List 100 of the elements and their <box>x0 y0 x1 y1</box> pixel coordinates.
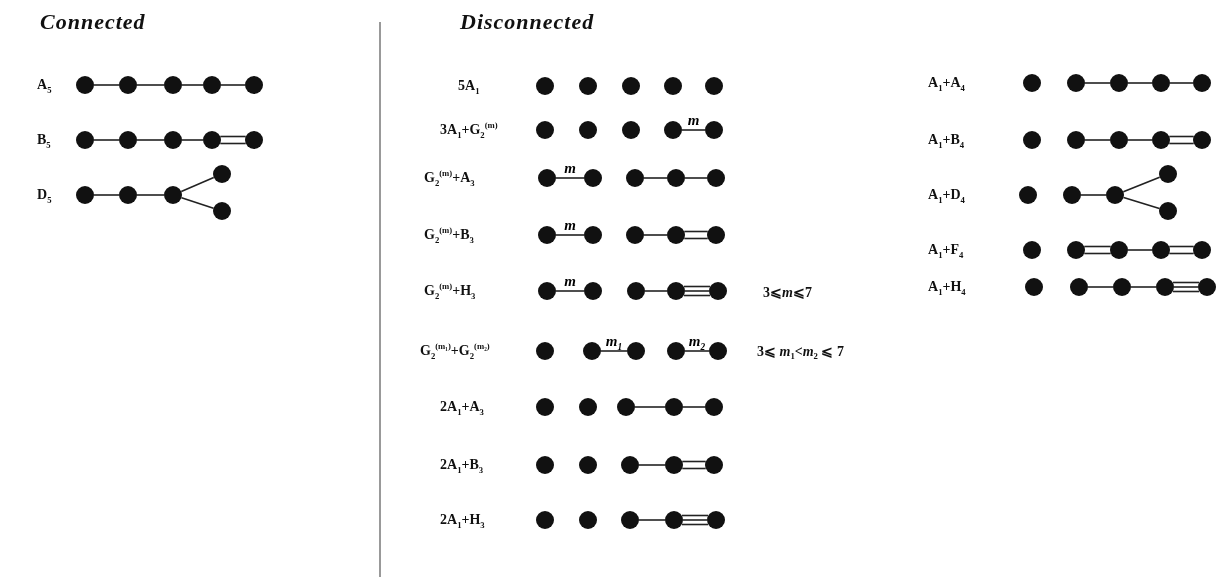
vertex-dot <box>538 226 556 244</box>
vertex-dot <box>119 186 137 204</box>
vertex-dot <box>536 77 554 95</box>
graph-edge <box>683 294 711 297</box>
diagram-label: 3⩽m⩽7 <box>763 283 812 301</box>
graph-edge <box>1127 139 1153 141</box>
vertex-dot <box>536 456 554 474</box>
vertex-dot <box>584 169 602 187</box>
graph-edge <box>219 142 247 145</box>
vertex-dot <box>627 282 645 300</box>
vertex-dot <box>1067 131 1085 149</box>
vertex-dot <box>1023 74 1041 92</box>
vertex-dot <box>536 121 554 139</box>
graph-edge <box>644 290 668 292</box>
graph-edge <box>1080 194 1107 196</box>
graph-edge <box>634 406 666 408</box>
graph-edge <box>682 406 706 408</box>
vertex-dot <box>579 398 597 416</box>
vertex-dot <box>622 121 640 139</box>
vertex-dot <box>705 121 723 139</box>
graph-edge <box>683 285 711 288</box>
graph-edge <box>1122 176 1161 193</box>
vertex-dot <box>1019 186 1037 204</box>
graph-edge <box>180 197 215 209</box>
vertex-dot <box>1198 278 1216 296</box>
vertex-dot <box>709 342 727 360</box>
graph-edge <box>1168 245 1195 248</box>
vertex-dot <box>667 169 685 187</box>
graph-edge <box>683 237 709 240</box>
vertex-dot <box>203 131 221 149</box>
vertex-dot <box>579 77 597 95</box>
vertex-dot <box>579 456 597 474</box>
graph-edge <box>1169 82 1194 84</box>
vertex-dot <box>1159 202 1177 220</box>
vertex-dot <box>705 398 723 416</box>
vertex-dot <box>584 226 602 244</box>
graph-edge <box>1168 142 1195 145</box>
vertex-dot <box>536 342 554 360</box>
vertex-dot <box>583 342 601 360</box>
vertex-dot <box>1106 186 1124 204</box>
graph-edge <box>681 523 709 526</box>
vertex-dot <box>1063 186 1081 204</box>
graph-edge <box>1172 281 1200 284</box>
vertex-dot <box>164 131 182 149</box>
graph-edge <box>1087 286 1114 288</box>
graph-edge <box>1122 196 1161 210</box>
vertex-dot <box>707 511 725 529</box>
graph-edge <box>555 234 585 236</box>
graph-edge <box>643 177 668 179</box>
graph-edge <box>643 234 668 236</box>
graph-edge <box>1084 82 1111 84</box>
vertex-dot <box>667 282 685 300</box>
graph-edge <box>136 194 165 196</box>
graph-edge <box>681 514 709 517</box>
graph-edge <box>681 460 707 463</box>
diagram-label: 2A$_{1}$+B$_{3}$ <box>440 457 484 473</box>
diagram-label: D$_{5}$ <box>37 187 52 203</box>
graph-edge <box>681 467 707 470</box>
vertex-dot <box>1159 165 1177 183</box>
diagram-label: B$_{5}$ <box>37 132 51 148</box>
graph-edge <box>1130 286 1157 288</box>
section-heading: Connected <box>40 9 146 35</box>
vertex-dot <box>627 342 645 360</box>
vertex-dot <box>76 186 94 204</box>
diagram-label: A$_{1}$+A$_{4}$ <box>928 75 965 91</box>
graph-edge <box>1173 286 1199 288</box>
graph-edge <box>219 135 247 138</box>
vertex-dot <box>707 226 725 244</box>
vertex-dot <box>1152 74 1170 92</box>
graph-edge <box>93 139 120 141</box>
vertex-dot <box>626 226 644 244</box>
vertex-dot <box>76 131 94 149</box>
vertex-dot <box>621 511 639 529</box>
graph-edge <box>93 84 120 86</box>
vertex-dot <box>536 511 554 529</box>
vertex-dot <box>76 76 94 94</box>
graph-edge <box>1168 252 1195 255</box>
graph-edge <box>180 176 215 193</box>
vertex-dot <box>538 169 556 187</box>
graph-edge <box>1083 245 1112 248</box>
vertex-dot <box>1110 131 1128 149</box>
diagram-label: 5A$_{1}$ <box>458 78 480 94</box>
vertex-dot <box>213 202 231 220</box>
graph-edge <box>684 177 708 179</box>
vertex-dot <box>705 77 723 95</box>
graph-edge <box>682 519 708 521</box>
vertex-dot <box>626 169 644 187</box>
vertex-dot <box>664 77 682 95</box>
diagram-label: A$_{5}$ <box>37 77 52 93</box>
vertex-dot <box>245 131 263 149</box>
vertex-dot <box>707 169 725 187</box>
vertex-dot <box>119 76 137 94</box>
graph-edge <box>684 290 710 292</box>
diagram-label: A$_{1}$+D$_{4}$ <box>928 187 965 203</box>
graph-edge <box>181 84 204 86</box>
vertex-dot <box>164 186 182 204</box>
vertex-dot <box>665 398 683 416</box>
vertex-dot <box>665 456 683 474</box>
vertex-dot <box>1023 131 1041 149</box>
diagram-label: 2A$_{1}$+A$_{3}$ <box>440 399 484 415</box>
